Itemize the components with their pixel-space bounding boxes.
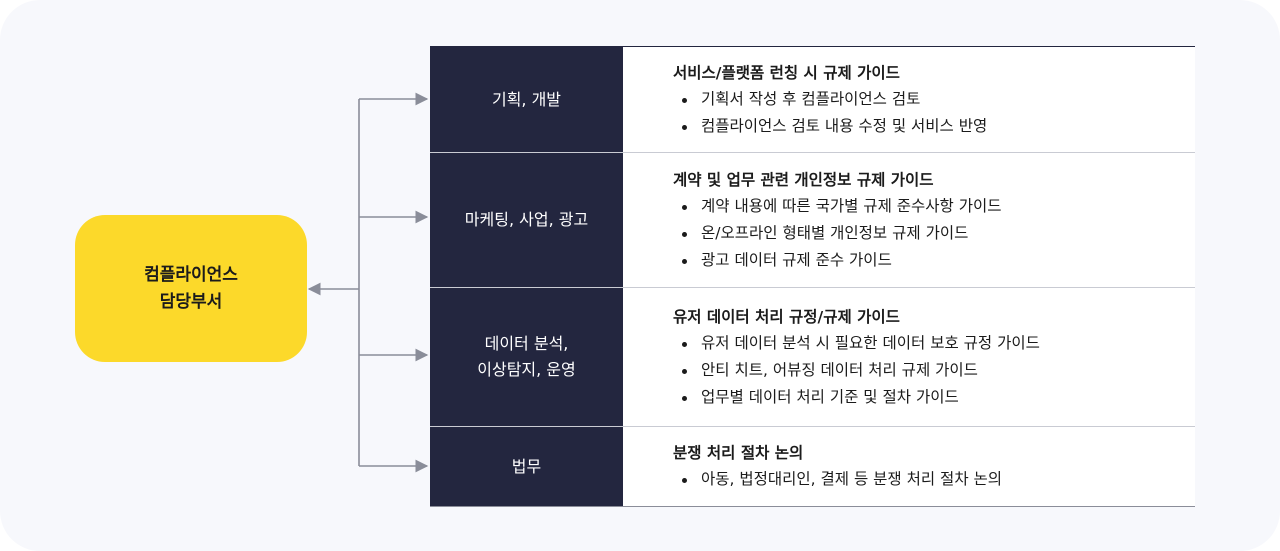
table-row: 마케팅, 사업, 광고 계약 및 업무 관련 개인정보 규제 가이드 계약 내용… <box>430 152 1195 287</box>
center-label-line-2: 담당부서 <box>159 291 223 312</box>
content-title: 유저 데이터 처리 규정/규제 가이드 <box>673 307 900 326</box>
guide-table: 기획, 개발 서비스/플랫폼 런칭 시 규제 가이드 기획서 작성 후 컴플라이… <box>430 46 1195 507</box>
category-label: 데이터 분석, <box>484 334 569 353</box>
list-item: 아동, 법정대리인, 결제 등 분쟁 처리 절차 논의 <box>673 466 1195 493</box>
category-label: 법무 <box>511 456 542 476</box>
table-row: 법무 분쟁 처리 절차 논의 아동, 법정대리인, 결제 등 분쟁 처리 절차 … <box>430 426 1195 506</box>
content-cell: 유저 데이터 처리 규정/규제 가이드 유저 데이터 분석 시 필요한 데이터 … <box>623 288 1195 426</box>
category-cell: 마케팅, 사업, 광고 <box>430 153 623 287</box>
content-cell: 계약 및 업무 관련 개인정보 규제 가이드 계약 내용에 따른 국가별 규제 … <box>623 153 1195 287</box>
list-item: 온/오프라인 형태별 개인정보 규제 가이드 <box>673 220 1195 247</box>
list-item: 기획서 작성 후 컴플라이언스 검토 <box>673 86 1195 113</box>
category-label: 이상탐지, 운영 <box>477 360 576 379</box>
list-item: 유저 데이터 분석 시 필요한 데이터 보호 규정 가이드 <box>673 330 1195 357</box>
list-item: 컴플라이언스 검토 내용 수정 및 서비스 반영 <box>673 113 1195 140</box>
compliance-department-box: 컴플라이언스 담당부서 <box>75 215 307 362</box>
category-label: 기획, 개발 <box>491 89 562 109</box>
content-cell: 서비스/플랫폼 런칭 시 규제 가이드 기획서 작성 후 컴플라이언스 검토 컴… <box>623 47 1195 152</box>
content-title: 분쟁 처리 절차 논의 <box>673 444 804 462</box>
content-title: 서비스/플랫폼 런칭 시 규제 가이드 <box>673 63 900 82</box>
center-label-line-1: 컴플라이언스 <box>144 264 238 285</box>
bullet-list: 계약 내용에 따른 국가별 규제 준수사항 가이드 온/오프라인 형태별 개인정… <box>673 193 1195 274</box>
category-cell: 기획, 개발 <box>430 47 623 152</box>
table-row: 데이터 분석, 이상탐지, 운영 유저 데이터 처리 규정/규제 가이드 유저 … <box>430 287 1195 426</box>
list-item: 안티 치트, 어뷰징 데이터 처리 규제 가이드 <box>673 357 1195 384</box>
bullet-list: 아동, 법정대리인, 결제 등 분쟁 처리 절차 논의 <box>673 466 1195 493</box>
content-title: 계약 및 업무 관련 개인정보 규제 가이드 <box>673 170 934 189</box>
list-item: 계약 내용에 따른 국가별 규제 준수사항 가이드 <box>673 193 1195 220</box>
category-label: 마케팅, 사업, 광고 <box>464 210 589 229</box>
table-row: 기획, 개발 서비스/플랫폼 런칭 시 규제 가이드 기획서 작성 후 컴플라이… <box>430 47 1195 152</box>
content-cell: 분쟁 처리 절차 논의 아동, 법정대리인, 결제 등 분쟁 처리 절차 논의 <box>623 427 1195 506</box>
bullet-list: 기획서 작성 후 컴플라이언스 검토 컴플라이언스 검토 내용 수정 및 서비스… <box>673 86 1195 140</box>
list-item: 광고 데이터 규제 준수 가이드 <box>673 247 1195 274</box>
bullet-list: 유저 데이터 분석 시 필요한 데이터 보호 규정 가이드 안티 치트, 어뷰징… <box>673 330 1195 411</box>
category-cell: 데이터 분석, 이상탐지, 운영 <box>430 288 623 426</box>
list-item: 업무별 데이터 처리 기준 및 절차 가이드 <box>673 384 1195 411</box>
category-cell: 법무 <box>430 427 623 506</box>
